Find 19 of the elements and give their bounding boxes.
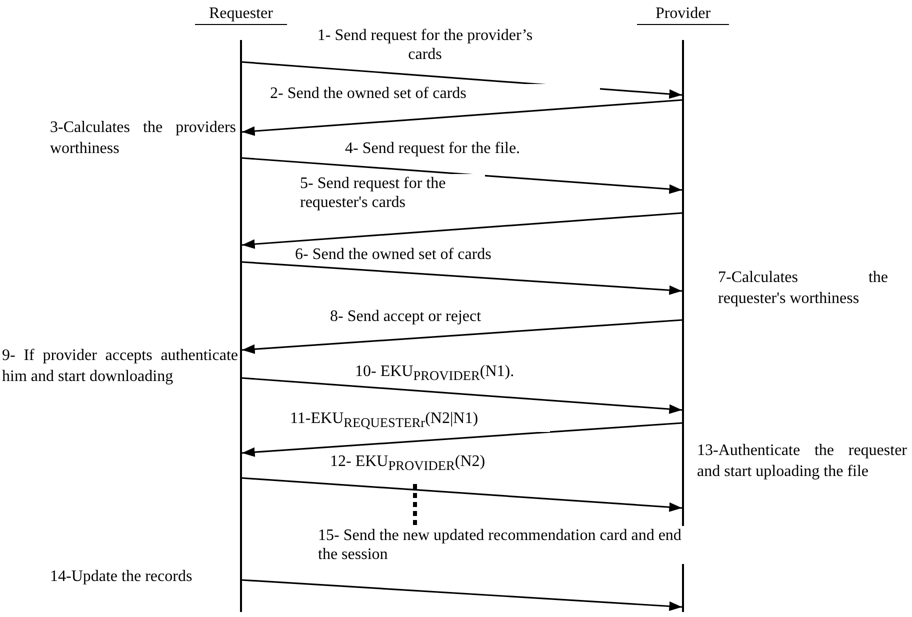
message-arrow xyxy=(242,212,682,249)
message-label: 5- Send request for the requester's cards xyxy=(300,174,485,212)
message-label: 11-EKU$_{REQUESTERr}$(N2|N1) xyxy=(290,409,550,432)
message-arrow xyxy=(242,261,682,295)
message-arrow xyxy=(242,422,682,457)
message-arrow xyxy=(242,61,682,99)
step-note: 3-Calculates the providers worthiness xyxy=(50,118,236,159)
participant-label: Requester xyxy=(195,4,287,25)
step-note: 14-Update the records xyxy=(50,567,194,587)
message-arrow xyxy=(242,99,682,136)
message-arrow xyxy=(242,377,682,414)
step-note: 13-Authenticate the requester and start uploading the file xyxy=(697,441,907,482)
message-arrow xyxy=(242,477,682,512)
message-arrow xyxy=(242,157,682,194)
step-note: 9- If provider accepts authenticate him and start downloading xyxy=(2,346,238,387)
message-arrow xyxy=(242,319,682,354)
step-note: 7-Calculates the requester's worthiness xyxy=(718,268,888,309)
message-arrow xyxy=(242,579,682,611)
participant-label: Provider xyxy=(637,4,729,25)
